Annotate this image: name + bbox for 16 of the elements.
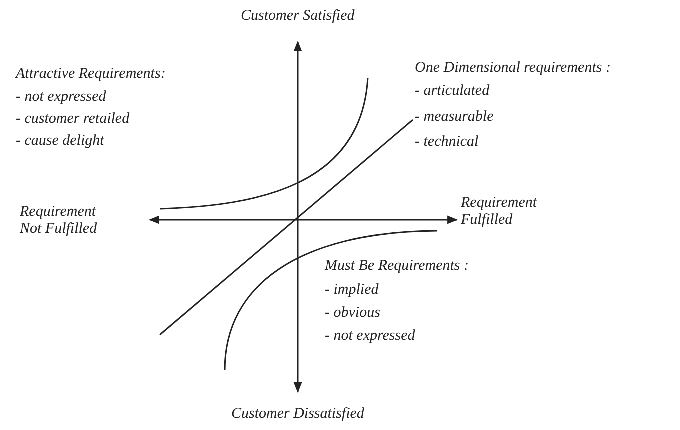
axis-label: Requirement Not Fulfilled [20, 204, 98, 238]
list-item: - cause delight [16, 133, 104, 150]
axis-label: Requirement Fulfilled [461, 195, 538, 229]
axis-label: Customer Satisfied [241, 8, 355, 25]
list-item: - not expressed [16, 89, 106, 106]
list-item: - articulated [415, 83, 490, 100]
list-item: - technical [415, 134, 479, 151]
heading: One Dimensional requirements : [415, 60, 611, 77]
list-item: - obvious [325, 305, 380, 322]
list-item: - not expressed [325, 328, 416, 345]
heading: Attractive Requirements: [16, 66, 166, 83]
list-item: - measurable [415, 109, 494, 126]
axis-label: Customer Dissatisfied [232, 406, 364, 423]
list-item: - customer retailed [16, 111, 130, 128]
heading: Must Be Requirements : [325, 258, 469, 275]
list-item: - implied [325, 282, 379, 299]
